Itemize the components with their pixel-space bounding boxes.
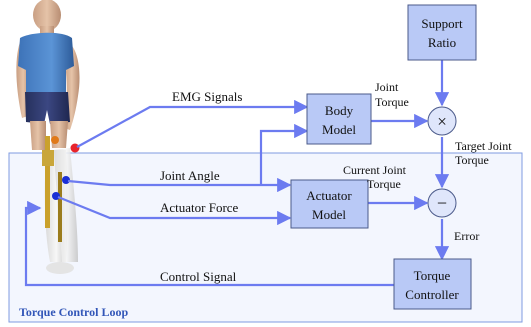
torque-controller-block: Torque Controller xyxy=(393,258,472,310)
body-model-label-2: Model xyxy=(322,122,356,137)
support-ratio-label-2: Ratio xyxy=(428,35,456,50)
multiply-node: × xyxy=(427,106,457,136)
joint-angle-wire xyxy=(67,177,292,193)
joint-angle-branch-wire xyxy=(259,123,309,185)
multiply-symbol: × xyxy=(437,112,447,131)
emg-signals-label: EMG Signals xyxy=(172,89,242,104)
control-signal-label: Control Signal xyxy=(160,269,237,284)
actuator-model-label-2: Model xyxy=(312,207,346,222)
joint-angle-label: Joint Angle xyxy=(160,168,220,183)
target-joint-torque-label-2: Torque xyxy=(455,153,489,167)
actuator-force-label: Actuator Force xyxy=(160,200,239,215)
body-model-label-1: Body xyxy=(325,103,354,118)
signal-wires xyxy=(24,60,450,287)
emg-wire xyxy=(76,99,309,148)
actuator-force-sensor xyxy=(52,192,60,200)
support-ratio-block: Support Ratio xyxy=(407,4,477,61)
joint-torque-label-2: Torque xyxy=(375,95,409,109)
actuator-force-wire xyxy=(57,195,292,226)
actuator-model-block: Actuator Model xyxy=(290,179,369,229)
current-joint-torque-label-2: Torque xyxy=(367,177,401,191)
control-signal-wire xyxy=(24,200,394,287)
joint-torque-label-1: Joint xyxy=(375,80,399,94)
support-ratio-label-1: Support xyxy=(421,16,463,31)
subtract-symbol: − xyxy=(437,193,447,213)
subtract-node: − xyxy=(427,188,457,218)
torque-controller-label-2: Controller xyxy=(405,287,459,302)
error-label: Error xyxy=(454,229,479,243)
emg-sensor xyxy=(70,143,80,153)
torque-controller-label-1: Torque xyxy=(414,268,451,283)
actuator-model-label-1: Actuator xyxy=(306,188,352,203)
target-joint-torque-label-1: Target Joint xyxy=(455,139,512,153)
body-model-block: Body Model xyxy=(306,93,372,145)
current-joint-torque-label-1: Current Joint xyxy=(343,163,407,177)
human-figure xyxy=(16,0,80,274)
loop-title: Torque Control Loop xyxy=(19,305,128,319)
